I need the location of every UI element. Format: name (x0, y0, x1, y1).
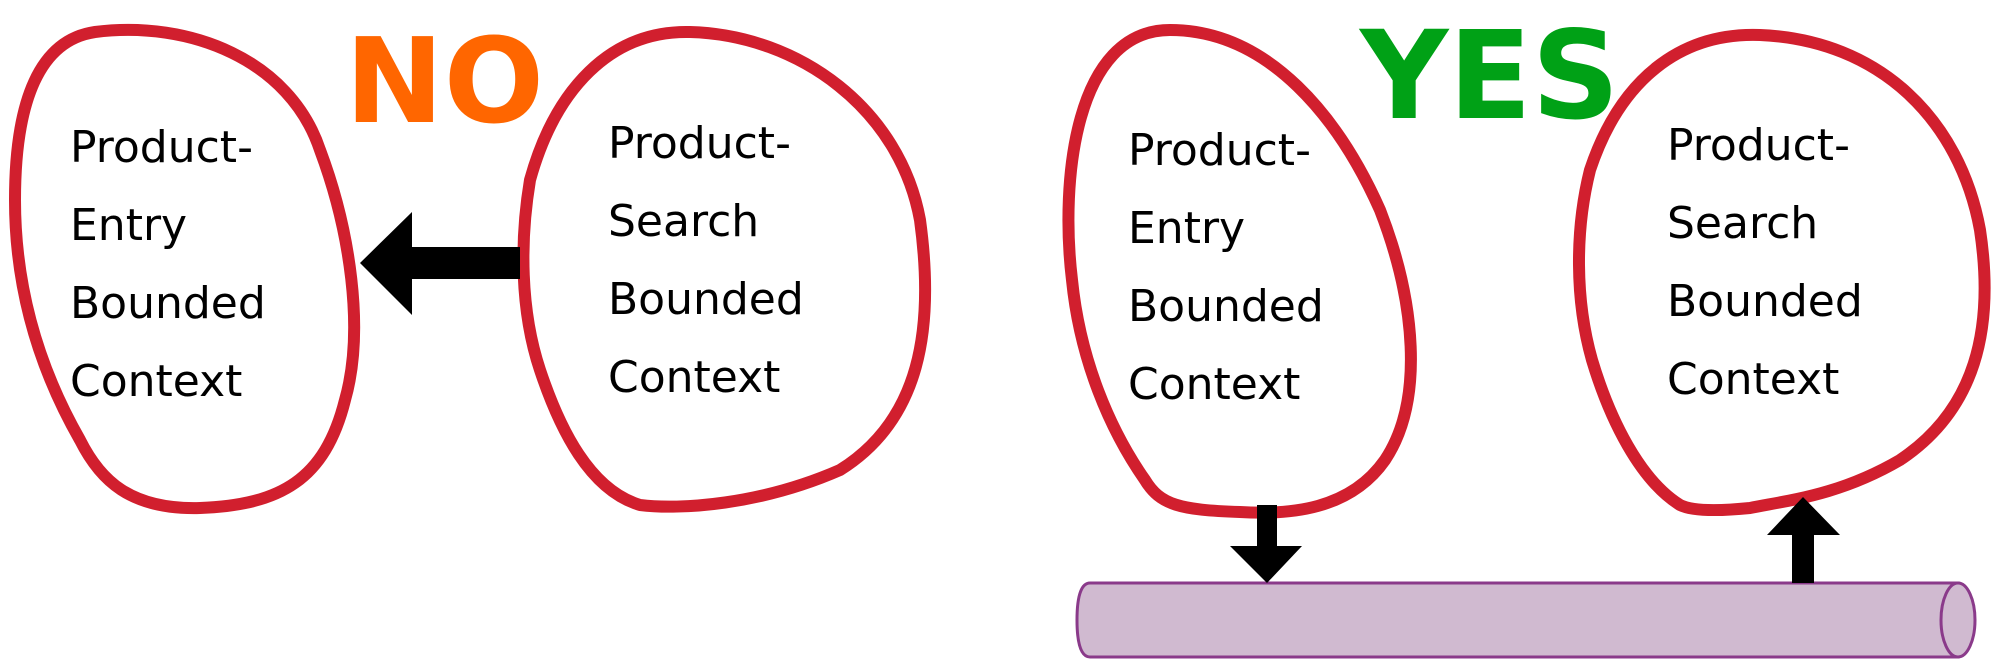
context-line: Product- (1128, 125, 1311, 176)
context-line: Bounded (608, 274, 804, 325)
yes-entry-context-label: Product- Entry Bounded Context (1128, 125, 1324, 410)
context-line: Product- (70, 122, 253, 173)
no-search-context-label: Product- Search Bounded Context (608, 118, 804, 403)
context-line: Product- (1667, 120, 1850, 171)
context-line: Entry (1128, 203, 1245, 254)
no-search-context-boundary (517, 25, 932, 513)
no-entry-context-boundary (8, 23, 361, 515)
context-line: Bounded (1667, 276, 1863, 327)
direct-dependency-arrow-icon (360, 212, 520, 315)
context-line: Context (608, 352, 780, 403)
yes-search-context-boundary (1573, 28, 1991, 517)
yes-label: YES (1358, 5, 1620, 147)
context-line: Context (70, 356, 242, 407)
no-entry-context-label: Product- Entry Bounded Context (70, 122, 266, 407)
publish-arrow-down-icon (1230, 505, 1302, 583)
context-line: Context (1667, 354, 1839, 405)
context-line: Product- (608, 118, 791, 169)
context-line: Entry (70, 200, 187, 251)
no-label: NO (345, 12, 544, 150)
yes-entry-context-boundary (1062, 23, 1417, 519)
context-line: Search (608, 196, 759, 247)
context-line: Search (1667, 198, 1818, 249)
subscribe-arrow-up-icon (1767, 497, 1840, 583)
context-line: Context (1128, 359, 1300, 410)
yes-search-context-label: Product- Search Bounded Context (1667, 120, 1863, 405)
context-line: Bounded (1128, 281, 1324, 332)
message-bus-pipe-icon (1075, 581, 1977, 659)
context-line: Bounded (70, 278, 266, 329)
